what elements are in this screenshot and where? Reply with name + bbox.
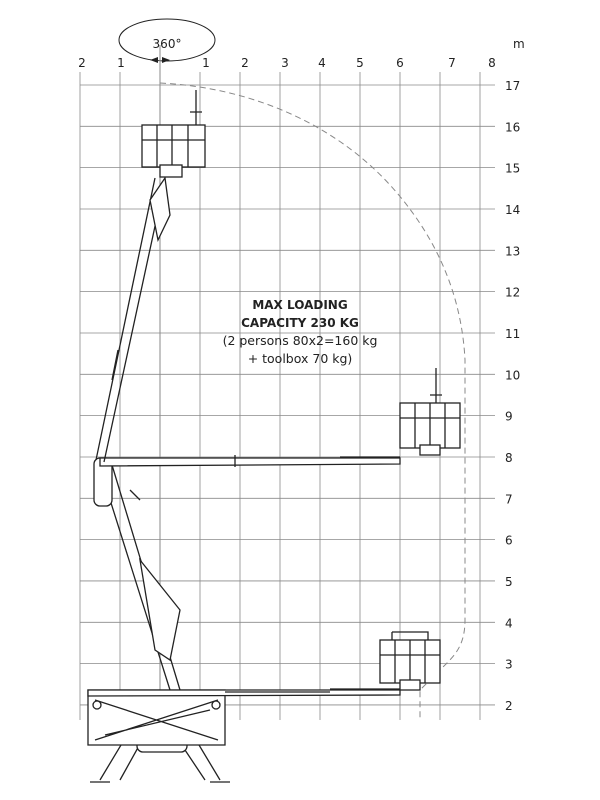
y-axis-label: 3 [505,658,513,672]
x-axis-label-left: 2 [78,56,86,70]
capacity-note: MAX LOADING CAPACITY 230 KG (2 persons 8… [200,296,400,368]
platform-basket-top [141,90,206,178]
x-axis-label-right: 3 [281,56,289,70]
x-axis-label-right: 6 [396,56,404,70]
rotation-label: 360° [153,37,182,51]
y-axis-label: 4 [505,616,513,630]
rotation-indicator: 360° [118,18,216,63]
y-axis-label: 13 [505,244,520,258]
y-axis-label: 5 [505,575,513,589]
capacity-line-4: + toolbox 70 kg) [247,351,353,366]
y-axis-label: 14 [505,203,520,217]
grid [79,72,495,720]
y-axis-label: 17 [505,79,520,93]
y-axis-label: 8 [505,451,513,465]
x-axis-label-right: 4 [318,56,326,70]
working-envelope [159,82,466,720]
y-axis-label: 10 [505,368,520,382]
x-axis-label-right: 2 [241,56,249,70]
x-axis-label-left: 1 [117,56,125,70]
y-axis-label: 11 [505,327,520,341]
capacity-line-2: CAPACITY 230 KG [241,316,359,330]
y-axis-label: 15 [505,162,520,176]
x-axis-label-right: 1 [202,56,210,70]
y-axis-label: 2 [505,699,513,713]
x-axis-label-right: 7 [448,56,456,70]
x-axis-label-right: 5 [356,56,364,70]
y-axis-label: 12 [505,286,520,300]
y-axis-label: 6 [505,534,513,548]
platform-basket-mid [399,368,461,456]
y-axis-label: 7 [505,492,513,506]
platform-basket-low [379,631,441,691]
x-axis-label-right: 8 [488,56,496,70]
capacity-line-1: MAX LOADING [252,298,348,312]
y-axis-label: 16 [505,120,520,134]
lift-machine [87,90,461,783]
y-axis-label: 9 [505,410,513,424]
unit-label: m [513,37,525,51]
capacity-line-3: (2 persons 80x2=160 kg [222,333,378,348]
